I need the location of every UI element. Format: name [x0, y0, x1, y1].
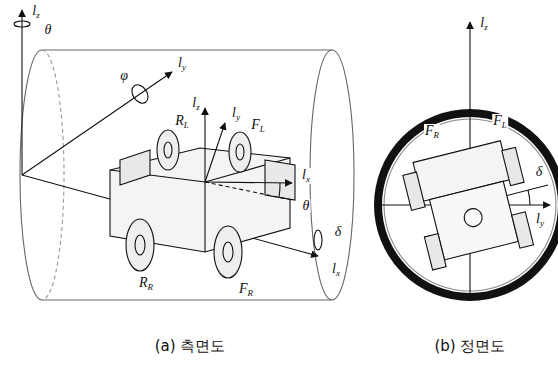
axis-label: FL [492, 114, 508, 130]
axis-label: RL [174, 114, 190, 130]
axis-label: ly [535, 212, 545, 228]
axis-label: φ [119, 69, 129, 83]
axis-label: ly [177, 56, 187, 72]
axis-label: δ [535, 165, 544, 179]
axis-label: RR [138, 276, 154, 292]
axis-label: lx [301, 168, 311, 184]
axis-label: lz [31, 4, 40, 20]
axis-label: ly [231, 106, 241, 122]
axis-label: lz [479, 16, 488, 32]
axis-label: lz [191, 96, 200, 112]
axis-label: FL [250, 118, 266, 134]
axis-label: θ [302, 199, 311, 213]
axis-label: lx [331, 262, 341, 278]
axis-label: δ [334, 225, 343, 239]
axis-label: FR [238, 282, 254, 298]
axis-label: FR [424, 124, 440, 140]
caption-text: (b) 정면도 [435, 337, 506, 356]
caption-text: (a) 측면도 [155, 337, 226, 356]
axis-label: θ [44, 23, 53, 37]
